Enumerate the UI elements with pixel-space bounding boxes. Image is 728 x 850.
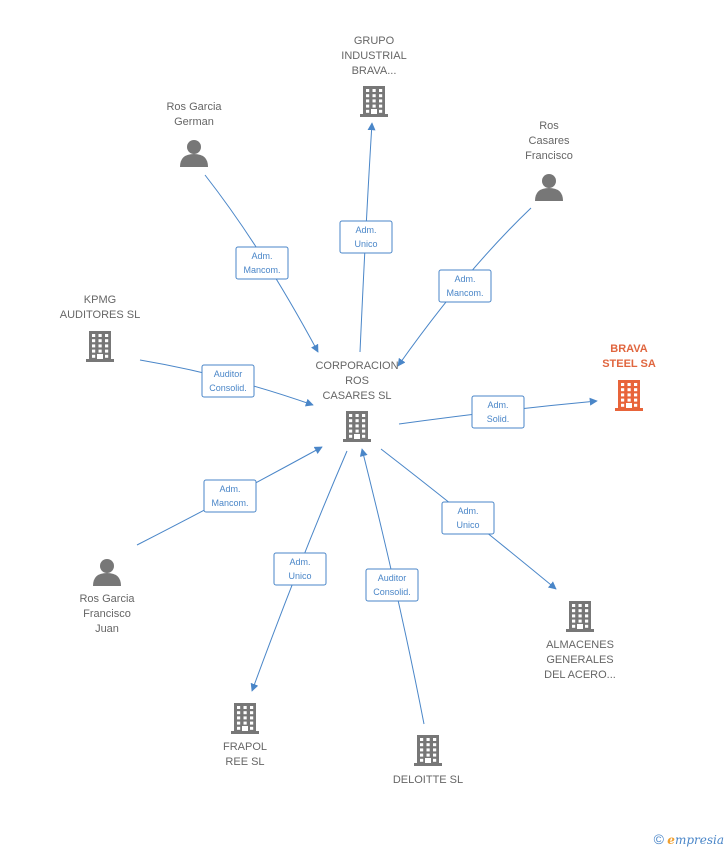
edge-label-box[interactable] [471, 395, 525, 429]
node-label-line: BRAVA [610, 343, 648, 355]
edge-label-text: Adm. [289, 557, 310, 567]
node-label-line: Francisco [83, 608, 131, 620]
edge-label-box[interactable] [201, 364, 255, 398]
edge-label-text: Adm. [219, 484, 240, 494]
node-label-line: INDUSTRIAL [341, 50, 406, 62]
copyright-symbol: © [653, 831, 664, 847]
edge-label-text: Consolid. [209, 383, 247, 393]
node-label-line: Ros Garcia [79, 593, 135, 605]
relationship-edge-ros-juan-to-center: Adm. Mancom. [136, 446, 323, 546]
edge-label-text: Mancom. [211, 498, 248, 508]
building-icon [615, 380, 643, 411]
node-deloitte[interactable]: DELOITTE SL [393, 735, 463, 786]
node-label-line: German [174, 116, 214, 128]
node-label-line: AUDITORES SL [60, 309, 141, 321]
person-icon [535, 174, 563, 201]
relationship-edge-ros-german-to-center: Adm. Mancom. [204, 174, 319, 353]
edge-label-text: Auditor [214, 369, 243, 379]
edge-label-text: Adm. [457, 506, 478, 516]
building-icon [566, 601, 594, 632]
person-icon [180, 140, 208, 167]
node-label-line: DELOITTE SL [393, 774, 463, 786]
relationship-edge-ros-francisco-to-center: Adm. Mancom. [397, 207, 532, 367]
building-icon [231, 703, 259, 734]
node-label-line: Ros [539, 120, 559, 132]
edge-label-text: Unico [288, 571, 311, 581]
brand-initial: e [667, 833, 675, 847]
node-label-line: GENERALES [546, 654, 613, 666]
nodes-layer: CORPORACION ROS CASARES SL GRUPO INDUSTRIAL B… [60, 35, 656, 786]
node-label-line: BRAVA... [352, 65, 397, 77]
brand-name: mpresia [674, 833, 724, 847]
node-label-line: Ros Garcia [166, 101, 222, 113]
edge-label-text: Unico [354, 239, 377, 249]
relationship-edge-center-to-grupo: Adm. Unico [339, 122, 393, 353]
node-brava-steel[interactable]: BRAVA STEEL SA [602, 343, 656, 411]
node-label-line: STEEL SA [602, 358, 656, 370]
person-icon [93, 559, 121, 586]
node-label-line: DEL ACERO... [544, 669, 616, 681]
edge-label-text: Adm. [251, 251, 272, 261]
edge-label-box[interactable] [273, 552, 327, 586]
node-label-line: Juan [95, 623, 119, 635]
node-frapol[interactable]: FRAPOL REE SL [223, 703, 267, 768]
edge-label-box[interactable] [339, 220, 393, 254]
building-icon [343, 411, 371, 442]
relationship-edge-center-to-brava-steel: Adm. Solid. [398, 395, 598, 429]
building-icon [414, 735, 442, 766]
edge-label-box[interactable] [438, 269, 492, 303]
edge-label-box[interactable] [235, 246, 289, 280]
edge-label-box[interactable] [365, 568, 419, 602]
node-label-line: ROS [345, 375, 369, 387]
node-label-line: REE SL [225, 756, 264, 768]
node-label-line: Francisco [525, 150, 573, 162]
edge-label-text: Solid. [487, 414, 510, 424]
edge-label-text: Auditor [378, 573, 407, 583]
footer-brand: © empresia [654, 831, 724, 847]
node-almacenes[interactable]: ALMACENES GENERALES DEL ACERO... [544, 601, 616, 681]
edges-layer: Adm.UnicoAdm.Mancom.Adm.Mancom.AuditorCo… [136, 122, 598, 725]
edge-label-box[interactable] [441, 501, 495, 535]
node-label-line: CASARES SL [322, 390, 391, 402]
node-label-line: GRUPO [354, 35, 395, 47]
node-label-line: FRAPOL [223, 741, 267, 753]
edge-label-text: Adm. [487, 400, 508, 410]
node-center[interactable]: CORPORACION ROS CASARES SL [315, 360, 399, 442]
node-kpmg[interactable]: KPMG AUDITORES SL [60, 294, 141, 362]
edge-label-text: Consolid. [373, 587, 411, 597]
edge-label-text: Adm. [454, 274, 475, 284]
node-grupo[interactable]: GRUPO INDUSTRIAL BRAVA... [341, 35, 407, 117]
edge-label-text: Mancom. [446, 288, 483, 298]
node-label-line: KPMG [84, 294, 116, 306]
relationship-edge-center-to-almacenes: Adm. Unico [380, 448, 557, 590]
building-icon [360, 86, 388, 117]
edge-label-text: Mancom. [243, 265, 280, 275]
edge-label-text: Unico [456, 520, 479, 530]
node-label-line: ALMACENES [546, 639, 614, 651]
relationship-edge-center-to-frapol: Adm. Unico [250, 450, 348, 692]
node-label-line: Casares [529, 135, 570, 147]
building-icon [86, 331, 114, 362]
edge-label-box[interactable] [203, 479, 257, 513]
node-label-line: CORPORACION [315, 360, 398, 372]
edge-label-text: Adm. [355, 225, 376, 235]
